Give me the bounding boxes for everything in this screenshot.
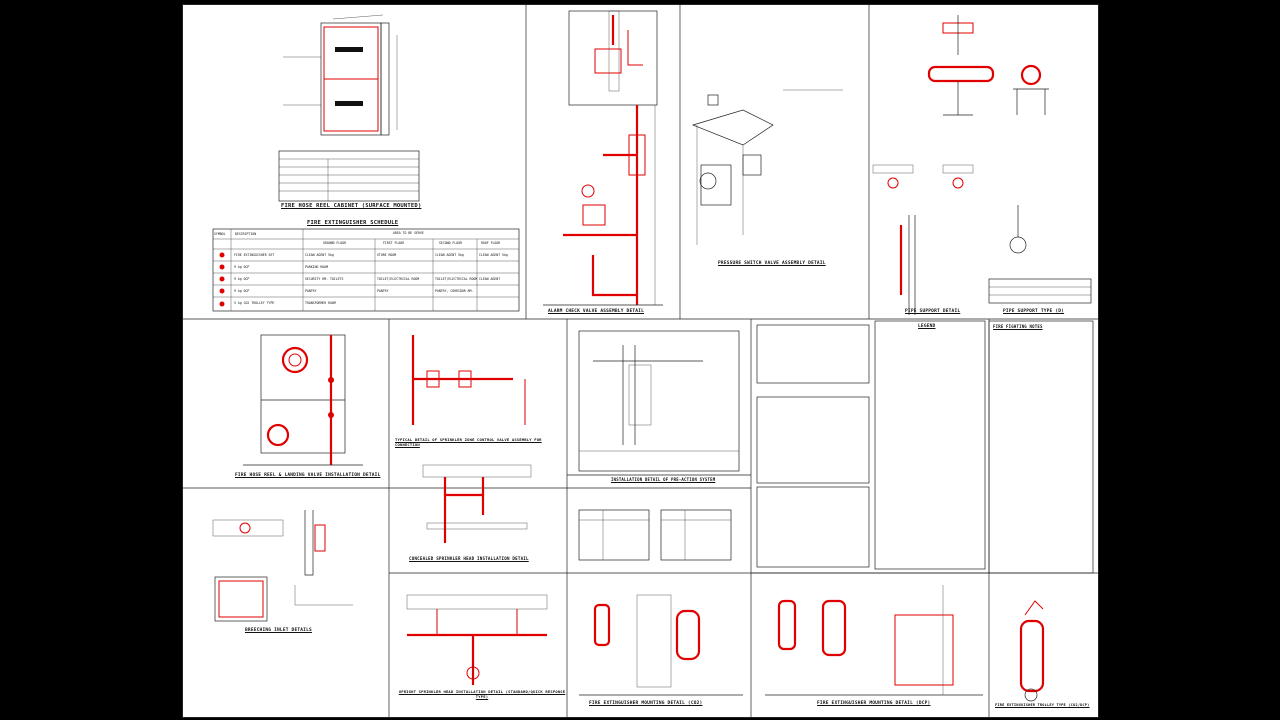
pipe-schedule-table [988, 278, 1092, 304]
pipe-support-drawing [872, 15, 1049, 315]
alarm-check-title: ALARM CHECK VALVE ASSEMBLY DETAIL [548, 309, 645, 314]
schedule-row-5-ground: TRANSFORMER ROOM [305, 301, 336, 305]
hose-reel-installation-drawing [243, 334, 363, 466]
schedule-header-roof: ROOF FLOOR [481, 241, 501, 245]
schedule-row-3-ground: SECURITY RM. TOILETS [305, 277, 344, 281]
schedule-row-1-first: STORE ROOM [377, 253, 397, 257]
drawing-sheet: FIRE HOSE REEL CABINET (SURFACE MOUNTED)… [182, 4, 1099, 718]
zone-valve-title: TYPICAL DETAIL OF SPRINKLER ZONE CONTROL… [395, 437, 542, 447]
schedule-row-1-second: CLEAN AGENT 5kg [435, 253, 464, 257]
alarm-check-valve-drawing [543, 10, 663, 306]
extinguisher-mount-dcp-drawing [765, 585, 983, 696]
schedule-row-5-desc: 5 kg CO2 TROLLEY TYPE [234, 301, 275, 305]
pressure-valve-title: PRESSURE SWITCH VALVE ASSEMBLY DETAIL [718, 261, 826, 266]
pipe-schedule-title: PIPE SUPPORT TYPE (D) [1003, 309, 1065, 314]
schedule-row-3-roof: CLEAN AGENT [479, 277, 501, 281]
schedule-header-first: FIRST FLOOR [383, 241, 405, 245]
cabinet-spec-table [278, 150, 420, 202]
hose-reel-title: FIRE HOSE REEL & LANDING VALVE INSTALLAT… [235, 473, 381, 478]
schedule-row-1-roof: CLEAN AGENT 5kg [479, 253, 508, 257]
schedule-header-ground: GROUND FLOOR [323, 241, 347, 245]
trolley-drawing [1019, 600, 1045, 702]
schedule-header-second: SECOND FLOOR [439, 241, 463, 245]
legend-title: LEGEND [918, 324, 936, 329]
pre-action-valve-drawing [691, 94, 774, 245]
schedule-row-2-ground: PARKING ROOM [305, 265, 329, 269]
extinguisher-mount-co2-drawing [579, 594, 743, 696]
upright-sprinkler-drawing [406, 594, 548, 685]
cabinet-title: FIRE HOSE REEL CABINET (SURFACE MOUNTED) [281, 203, 422, 209]
trolley-title: FIRE EXTINGUISHER TROLLEY TYPE (CO2/DCP) [995, 703, 1090, 707]
schedule-row-4-ground: PANTRY [305, 289, 317, 293]
schedule-row-1-desc: FIRE EXTINGUISHER SET [234, 253, 275, 257]
breeching-title: BREECHING INLET DETAILS [245, 628, 312, 633]
schedule-area-header: AREA TO BE SERVE [393, 231, 424, 235]
breeching-inlet-drawing [212, 510, 353, 622]
upright-title: UPRIGHT SPRINKLER HEAD INSTALLATION DETA… [398, 689, 566, 699]
mount-dcp-title: FIRE EXTINGUISHER MOUNTING DETAIL (DCP) [817, 701, 931, 706]
notes-title: FIRE FIGHTING NOTES [993, 324, 1043, 329]
concealed-title: CONCEALED SPRINKLER HEAD INSTALLATION DE… [409, 556, 529, 561]
schedule-row-3-first: TOILET/ELECTRICAL ROOM [377, 277, 420, 281]
concealed-sprinkler-drawing [422, 464, 532, 543]
extinguisher-schedule-table [212, 228, 520, 312]
notes-blocks [756, 320, 1094, 574]
pre-action-installation-drawing [578, 330, 740, 472]
schedule-row-3-second: TOILET/ELECTRICAL ROOM [435, 277, 478, 281]
drawing-canvas [183, 5, 1098, 717]
pre-action-install-title: INSTALLATION DETAIL OF PRE-ACTION SYSTEM [611, 477, 716, 482]
schedule-row-4-second: PANTRY, CORRIDOR RM. [435, 289, 474, 293]
schedule-row-2-desc: 9 kg DCP [234, 265, 250, 269]
mount-co2-title: FIRE EXTINGUISHER MOUNTING DETAIL (CO2) [589, 701, 703, 706]
schedule-row-1-ground: CLEAN AGENT 5kg [305, 253, 334, 257]
schedule-header-description: DESCRIPTION [235, 232, 257, 236]
pipe-support-title: PIPE SUPPORT DETAIL [905, 309, 961, 314]
hose-reel-cabinet-drawing [283, 14, 398, 136]
schedule-row-3-desc: 9 kg DCP [234, 277, 250, 281]
schedule-title: FIRE EXTINGUISHER SCHEDULE [307, 220, 399, 226]
schedule-row-4-first: PANTRY [377, 289, 389, 293]
pipe-size-tables [578, 509, 732, 561]
schedule-header-symbol: SYMBOL [214, 232, 226, 236]
schedule-row-4-desc: 9 kg DCP [234, 289, 250, 293]
zone-valve-drawing [411, 335, 526, 425]
